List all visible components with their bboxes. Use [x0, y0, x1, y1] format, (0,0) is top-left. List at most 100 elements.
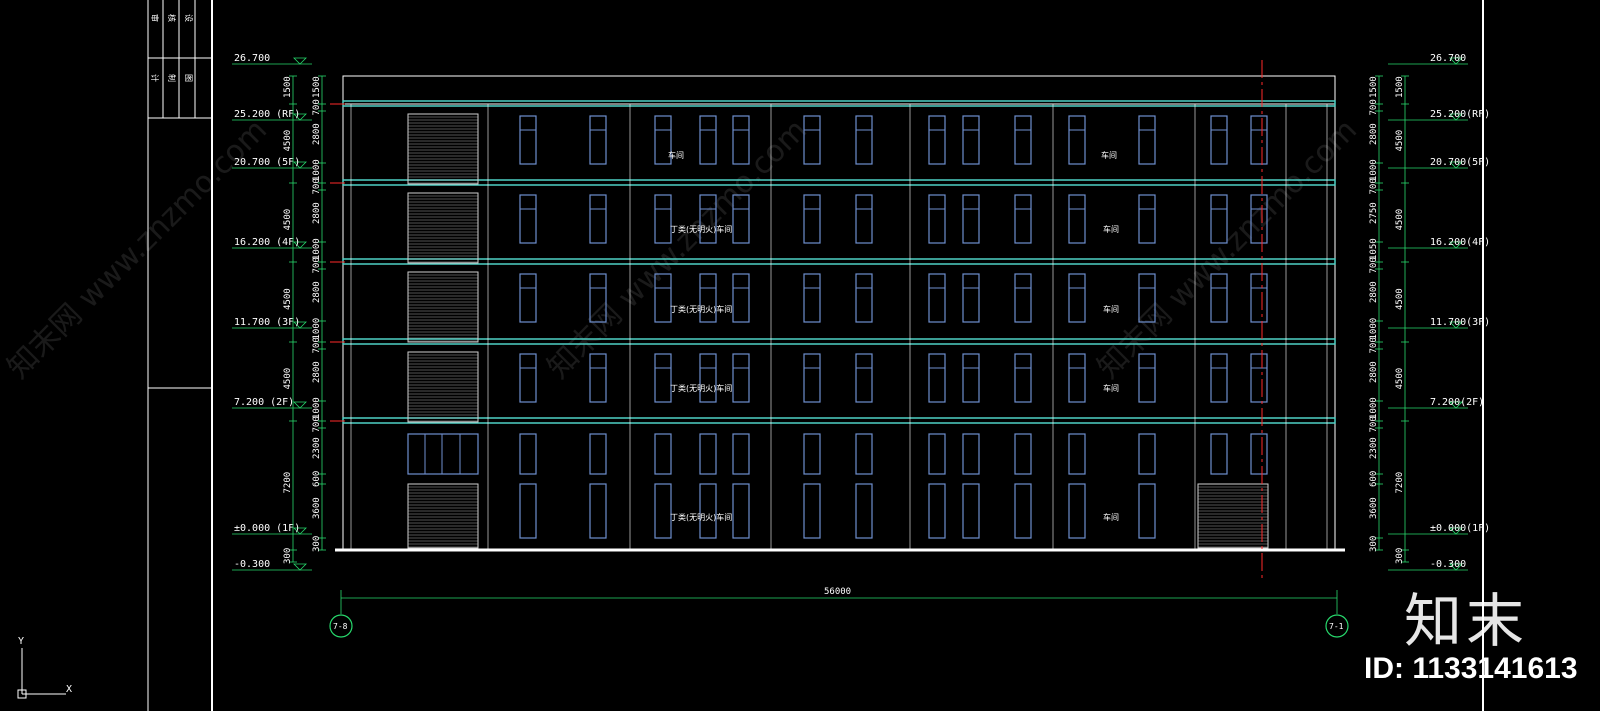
level-triangle [1449, 113, 1463, 121]
brand-logo: 知末 [1404, 587, 1529, 655]
level-mark: 11.700(3F) [1388, 317, 1490, 329]
title-block-text: 制 [167, 74, 177, 82]
door-hatch-frame [407, 351, 479, 423]
level-mark: ±0.000(1F) [1388, 523, 1490, 535]
level-mark: 25.200 (RF) [232, 109, 312, 121]
door-hatch [407, 192, 479, 264]
door-hatch [407, 483, 479, 549]
title-block-text: 审 [150, 14, 160, 22]
window [699, 194, 717, 244]
window [1138, 273, 1156, 323]
window [654, 433, 672, 475]
axis-bubble-label: 7-8 [333, 622, 348, 631]
window [1250, 353, 1268, 403]
window [855, 433, 873, 475]
window [732, 353, 750, 403]
ucs-x-label: X [66, 684, 72, 695]
level-triangle [1449, 161, 1463, 169]
window [803, 483, 821, 539]
dim-left-inner-label: 3600 [312, 497, 322, 519]
room-label: 丁类(无明火)车间 [670, 304, 732, 314]
dim-right-inner-label: 1050 [1369, 238, 1379, 260]
dim-right-inner-label: 600 [1369, 471, 1379, 487]
window [654, 273, 672, 323]
dim-right-inner-label: 3600 [1369, 497, 1379, 519]
window [1014, 194, 1032, 244]
floor-slab [342, 179, 1336, 186]
window [803, 194, 821, 244]
level-text: -0.300 [234, 559, 270, 570]
window [519, 483, 537, 539]
room-label: 车间 [1103, 224, 1119, 234]
window [1014, 273, 1032, 323]
dim-left-outer-label: 4500 [283, 288, 293, 310]
window [1210, 115, 1228, 165]
dim-right-outer-label: 4500 [1395, 130, 1405, 152]
window [589, 194, 607, 244]
window [1014, 433, 1032, 475]
window [855, 194, 873, 244]
window [732, 433, 750, 475]
window [589, 273, 607, 323]
window [962, 194, 980, 244]
door-hatch-frame [1197, 483, 1269, 549]
dim-right-inner-label: 1000 [1369, 318, 1379, 340]
door-hatch [407, 113, 479, 185]
title-block-text: 核 [167, 14, 177, 22]
dim-left-inner-label: 1000 [312, 397, 322, 419]
level-text: 26.700 [1430, 53, 1466, 64]
window [732, 273, 750, 323]
level-triangle [1449, 563, 1463, 571]
dim-right-outer-label: 300 [1395, 548, 1405, 564]
window [962, 115, 980, 165]
floor-slab [342, 338, 1336, 345]
window [589, 483, 607, 539]
dim-right-outer-label: 4500 [1395, 209, 1405, 231]
title-block-text: 计 [150, 74, 160, 82]
level-mark: -0.300 [1388, 559, 1468, 571]
dim-left-inner-label: 700 [312, 99, 322, 115]
dim-left-inner-label: 1000 [312, 318, 322, 340]
window [1138, 115, 1156, 165]
window [1210, 353, 1228, 403]
dim-right-inner-label: 1000 [1369, 159, 1379, 181]
dim-right-inner-label: 1000 [1369, 397, 1379, 419]
level-triangle [293, 321, 307, 329]
level-triangle [293, 161, 307, 169]
window [519, 115, 537, 165]
window [928, 273, 946, 323]
window [519, 273, 537, 323]
level-text: -0.300 [1430, 559, 1466, 570]
window [855, 353, 873, 403]
room-label: 丁类(无明火)车间 [670, 512, 732, 522]
ucs-origin [17, 689, 27, 699]
level-triangle [293, 57, 307, 65]
window [732, 115, 750, 165]
window [699, 115, 717, 165]
curtain-window [407, 433, 479, 475]
title-block-text: 设 [184, 14, 194, 22]
dim-left-inner-label: 2800 [312, 123, 322, 145]
window [519, 353, 537, 403]
door-hatch-frame [407, 483, 479, 549]
room-label: 车间 [1103, 304, 1119, 314]
window [962, 273, 980, 323]
dim-left-outer-label: 4500 [283, 209, 293, 231]
level-mark: 20.700 (5F) [232, 157, 312, 169]
building-outline [342, 103, 1336, 551]
dim-right-inner-label: 2800 [1369, 281, 1379, 303]
room-label: 丁类(无明火)车间 [670, 383, 732, 393]
window [855, 483, 873, 539]
window [654, 483, 672, 539]
level-text: 20.700 (5F) [234, 157, 300, 168]
level-text: 7.200(2F) [1430, 397, 1484, 408]
level-text: ±0.000 (1F) [234, 523, 300, 534]
door-hatch-frame [407, 192, 479, 264]
dim-left-inner-label: 1000 [312, 238, 322, 260]
window [1210, 273, 1228, 323]
level-triangle [1449, 527, 1463, 535]
dim-left-inner-label: 2300 [312, 437, 322, 459]
dim-right-inner-label: 700 [1369, 416, 1379, 432]
window [1210, 433, 1228, 475]
